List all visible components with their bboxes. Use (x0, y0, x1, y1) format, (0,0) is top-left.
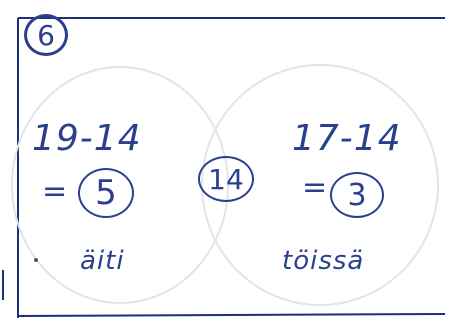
left-result-circle: 5 (78, 168, 134, 218)
left-equals: = (42, 174, 69, 209)
right-expression: 17-14 (292, 118, 402, 159)
left-expression: 19-14 (32, 118, 142, 159)
left-label: äiti (80, 246, 125, 276)
right-label: töissä (282, 246, 365, 276)
problem-number: 6 (37, 18, 55, 52)
right-equals: = (302, 170, 329, 205)
left-result: 5 (95, 173, 117, 213)
frame-bottom-line (17, 313, 446, 317)
right-result-circle: 3 (330, 172, 384, 218)
stray-dot (34, 258, 38, 262)
intersection-value: 14 (208, 162, 244, 196)
right-result: 3 (347, 177, 367, 213)
intersection-circle: 14 (198, 156, 254, 202)
problem-number-badge: 6 (24, 14, 68, 56)
